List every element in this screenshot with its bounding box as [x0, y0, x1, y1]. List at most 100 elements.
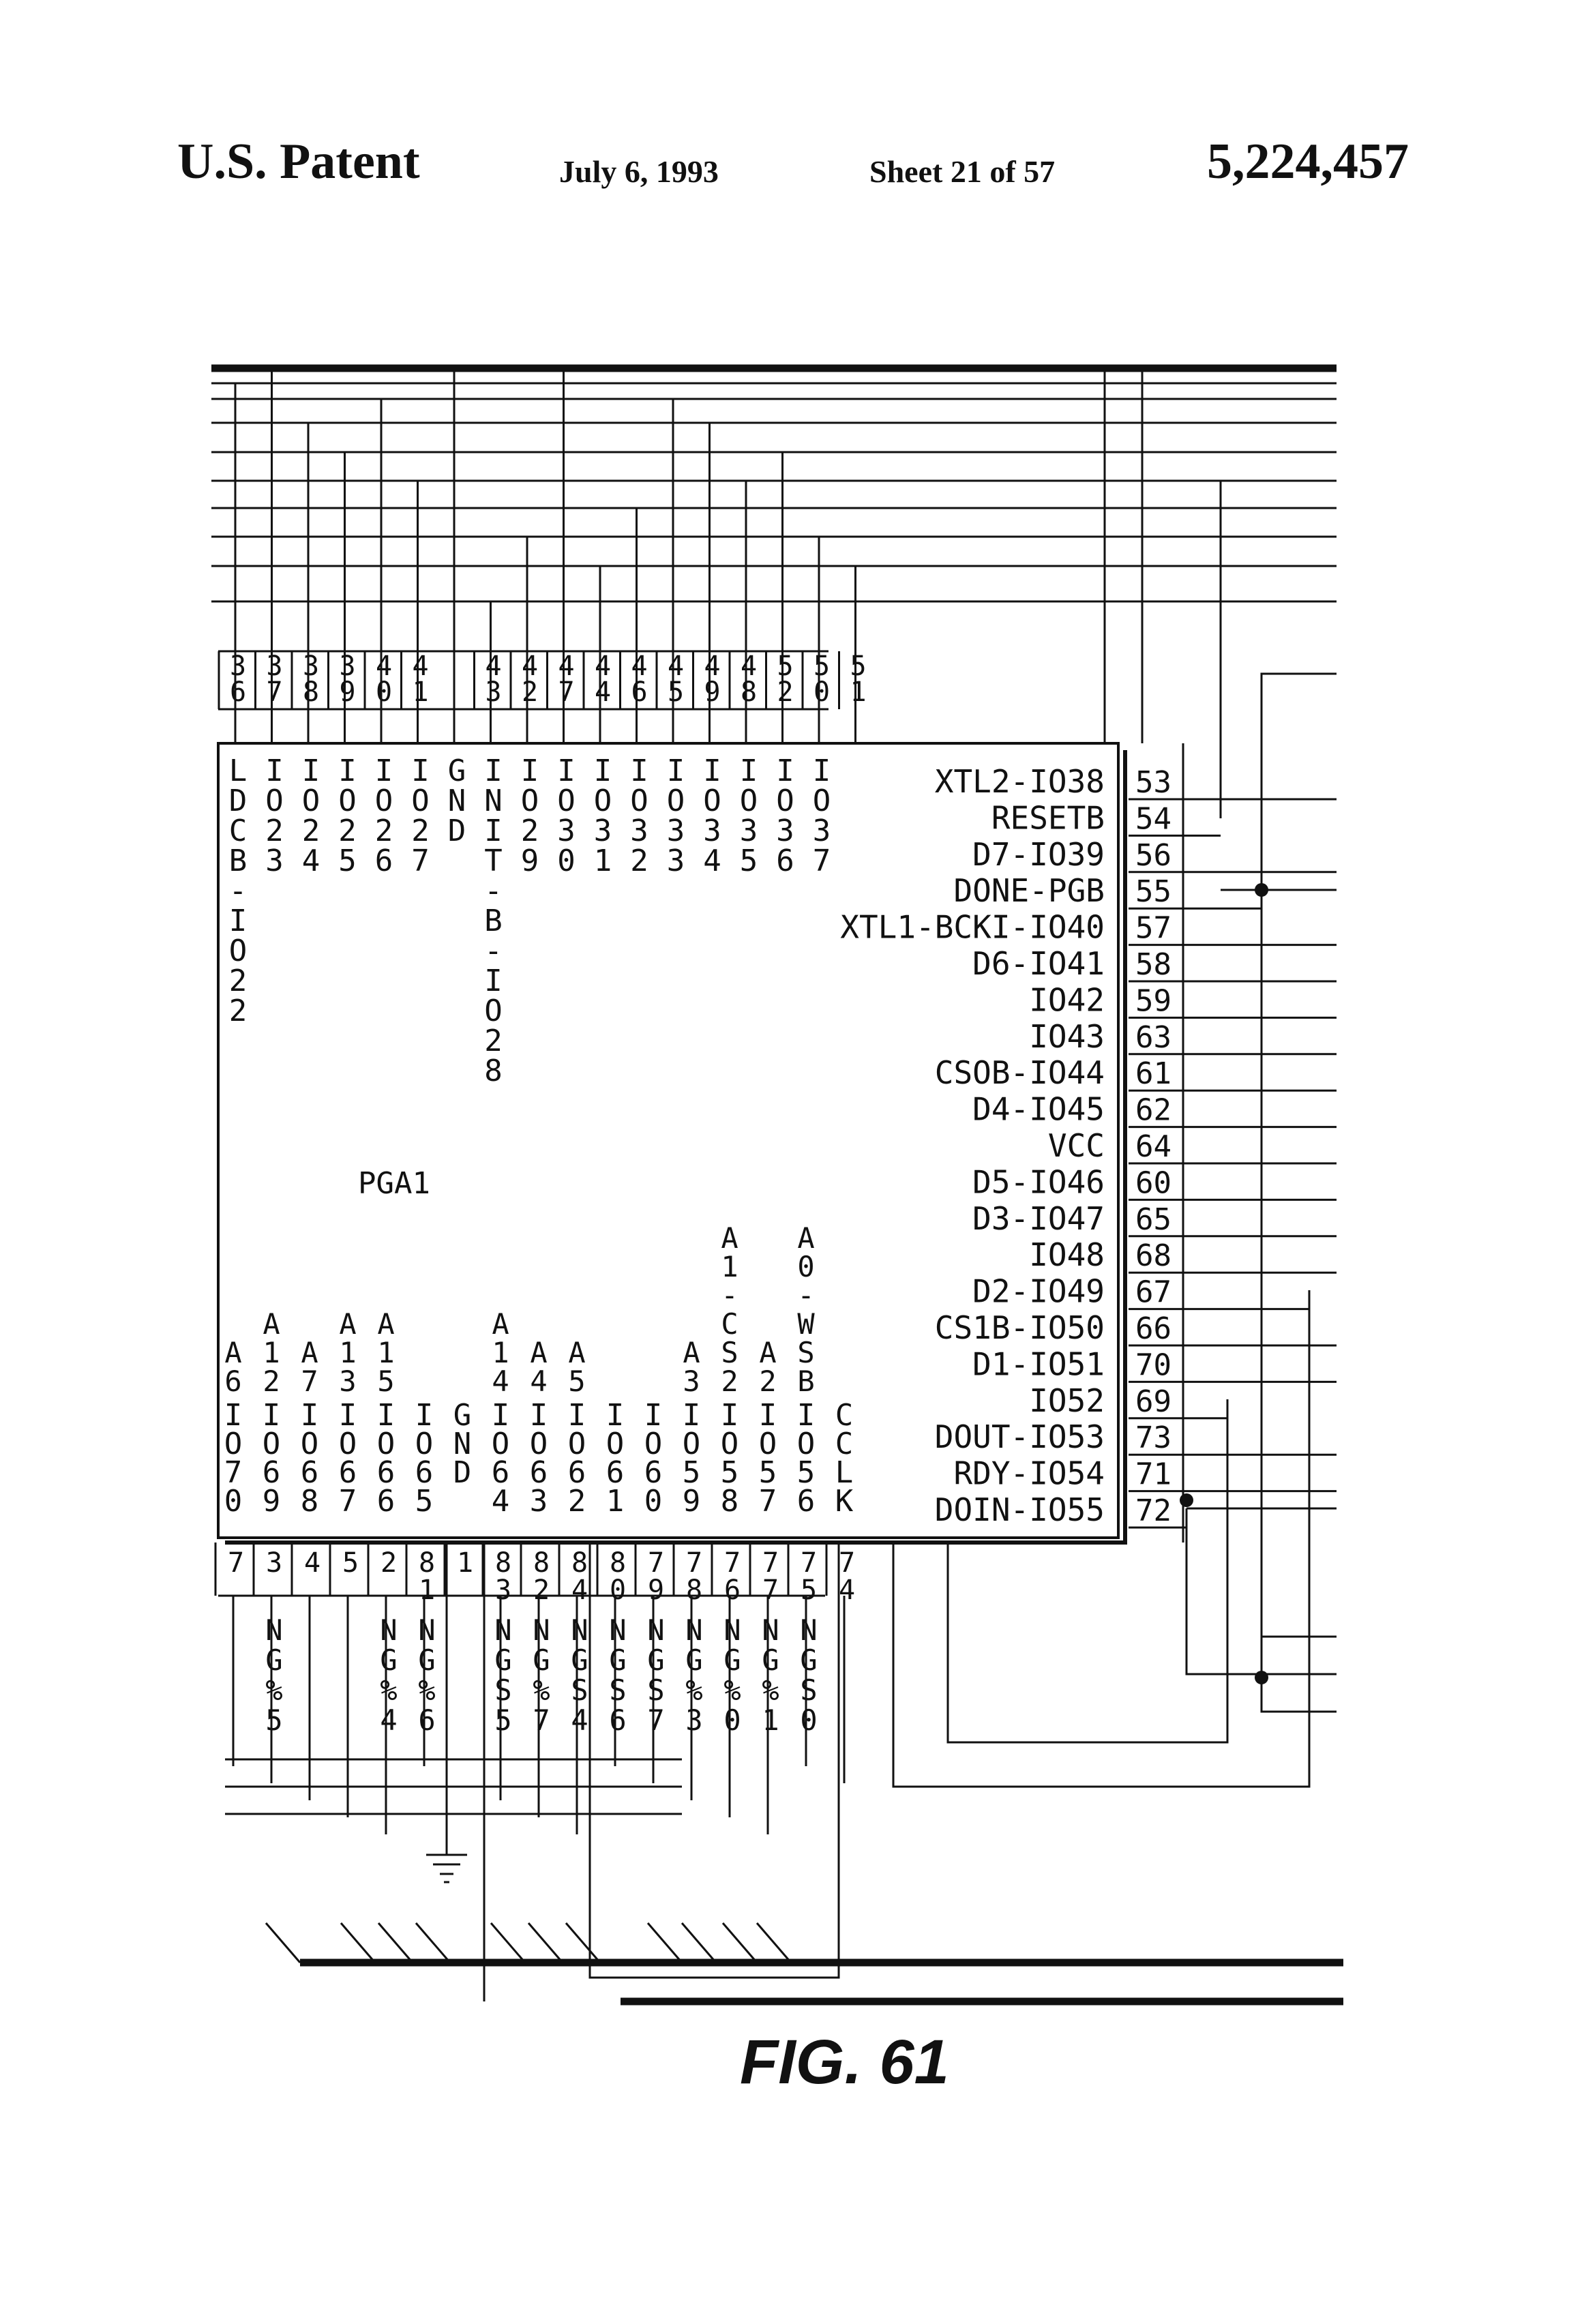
svg-text:0: 0: [224, 1484, 243, 1519]
top-pin-number: 39: [339, 651, 355, 708]
svg-text:%: %: [265, 1673, 282, 1707]
svg-text:N: N: [494, 1613, 511, 1647]
right-pin-label: RDY-IO54: [953, 1455, 1105, 1492]
svg-text:N: N: [265, 1613, 282, 1647]
svg-text:G: G: [762, 1643, 779, 1677]
right-pin-label: CS1B-IO50: [935, 1309, 1105, 1346]
svg-text:6: 6: [609, 1703, 626, 1737]
svg-text:G: G: [609, 1643, 626, 1677]
svg-text:3: 3: [265, 844, 284, 878]
right-pin-label: VCC: [1048, 1127, 1105, 1164]
top-pin-number: 45: [668, 651, 684, 708]
bus-tap: [341, 1923, 375, 1963]
junction-dot: [1255, 883, 1268, 897]
top-pin-number: 51: [850, 651, 866, 708]
svg-text:4: 4: [492, 1484, 510, 1519]
svg-text:K: K: [835, 1484, 854, 1519]
bottom-pin-label: IO61: [606, 1398, 625, 1519]
bottom-pin-number: 2: [380, 1547, 397, 1579]
svg-text:D: D: [453, 1455, 472, 1490]
bus-tap: [491, 1923, 525, 1963]
top-pin-number: 49: [704, 651, 720, 708]
top-pin-number: 43: [485, 651, 501, 708]
svg-text:5: 5: [668, 676, 684, 708]
svg-text:7: 7: [647, 1703, 664, 1737]
right-pin-number: 62: [1135, 1093, 1171, 1128]
bottom-pin-signal: A6: [224, 1336, 241, 1398]
bottom-pin-number: 76: [724, 1547, 741, 1606]
svg-text:1: 1: [419, 1575, 435, 1606]
svg-text:0: 0: [723, 1703, 741, 1737]
svg-text:2: 2: [777, 676, 793, 708]
right-trunk: [1262, 890, 1337, 1712]
svg-text:%: %: [380, 1673, 397, 1707]
top-pin-label: IO31: [594, 754, 612, 878]
svg-text:4: 4: [839, 1575, 855, 1606]
right-pin-number: 68: [1135, 1238, 1171, 1273]
svg-text:2: 2: [522, 676, 538, 708]
top-pin-number: 47: [558, 651, 574, 708]
svg-text:6: 6: [230, 676, 246, 708]
svg-text:2: 2: [721, 1365, 738, 1398]
bottom-pin-number: 81: [419, 1547, 435, 1606]
svg-text:S: S: [800, 1673, 817, 1707]
right-pin-number: 64: [1135, 1129, 1171, 1164]
top-pin-label: IO26: [375, 754, 393, 878]
svg-text:G: G: [380, 1643, 397, 1677]
svg-text:1: 1: [457, 1547, 473, 1579]
right-pin-label: D7-IO39: [972, 836, 1105, 873]
top-pin-number: 48: [741, 651, 757, 708]
right-pin-label: XTL2-IO38: [935, 763, 1105, 800]
svg-text:2: 2: [759, 1365, 776, 1398]
svg-text:G: G: [265, 1643, 282, 1677]
bus-tap: [682, 1923, 716, 1963]
svg-text:3: 3: [685, 1703, 702, 1737]
bottom-pin-number: 75: [801, 1547, 817, 1606]
svg-text:3: 3: [485, 676, 501, 708]
svg-text:6: 6: [375, 844, 393, 878]
svg-text:1: 1: [412, 676, 428, 708]
svg-text:4: 4: [380, 1703, 397, 1737]
bottom-pin-signal: A13: [339, 1307, 356, 1398]
top-pin-number: 40: [376, 651, 392, 708]
right-pin-label: CSOB-IO44: [935, 1054, 1105, 1091]
bottom-pin-label: IO67: [339, 1398, 357, 1519]
bottom-pin-signal: A7: [301, 1336, 318, 1398]
right-pin-label: D6-IO41: [972, 945, 1105, 982]
bottom-pin-number: 7: [228, 1547, 244, 1579]
svg-text:3: 3: [495, 1575, 511, 1606]
bottom-pin-label: IO63: [530, 1398, 548, 1519]
svg-text:1: 1: [606, 1484, 625, 1519]
right-pin-number: 54: [1135, 801, 1171, 836]
right-pin-label: D3-IO47: [972, 1200, 1105, 1237]
svg-text:6: 6: [724, 1575, 741, 1606]
top-pin-label: IO23: [265, 754, 284, 878]
right-pin-number: 73: [1135, 1420, 1171, 1455]
bottom-pin-signal: A12: [263, 1307, 280, 1398]
bottom-pin-signal: A2: [759, 1336, 776, 1398]
svg-text:2: 2: [630, 844, 648, 878]
bottom-pin-number: 4: [304, 1547, 320, 1579]
top-pin-number: 42: [522, 651, 538, 708]
bottom-pin-label: IO59: [683, 1398, 701, 1519]
bus-tap: [648, 1923, 682, 1963]
top-pin-label: IO32: [630, 754, 648, 878]
bottom-pin-number: 80: [610, 1547, 626, 1606]
right-pin-label: RESETB: [991, 799, 1105, 836]
svg-text:2: 2: [263, 1365, 280, 1398]
right-pin-label: IO42: [1029, 981, 1105, 1018]
right-pin-number: 53: [1135, 765, 1171, 800]
svg-text:G: G: [685, 1643, 702, 1677]
svg-text:0: 0: [644, 1484, 663, 1519]
svg-text:9: 9: [704, 676, 720, 708]
svg-text:7: 7: [558, 676, 574, 708]
right-pin-label: DONE-PGB: [953, 872, 1105, 909]
svg-text:%: %: [723, 1673, 741, 1707]
svg-text:G: G: [723, 1643, 741, 1677]
bottom-pin-net: NGS7: [647, 1613, 664, 1737]
svg-text:5: 5: [494, 1703, 511, 1737]
svg-text:7: 7: [228, 1547, 244, 1579]
svg-text:7: 7: [533, 1703, 550, 1737]
svg-text:%: %: [533, 1673, 550, 1707]
svg-text:2: 2: [568, 1484, 586, 1519]
